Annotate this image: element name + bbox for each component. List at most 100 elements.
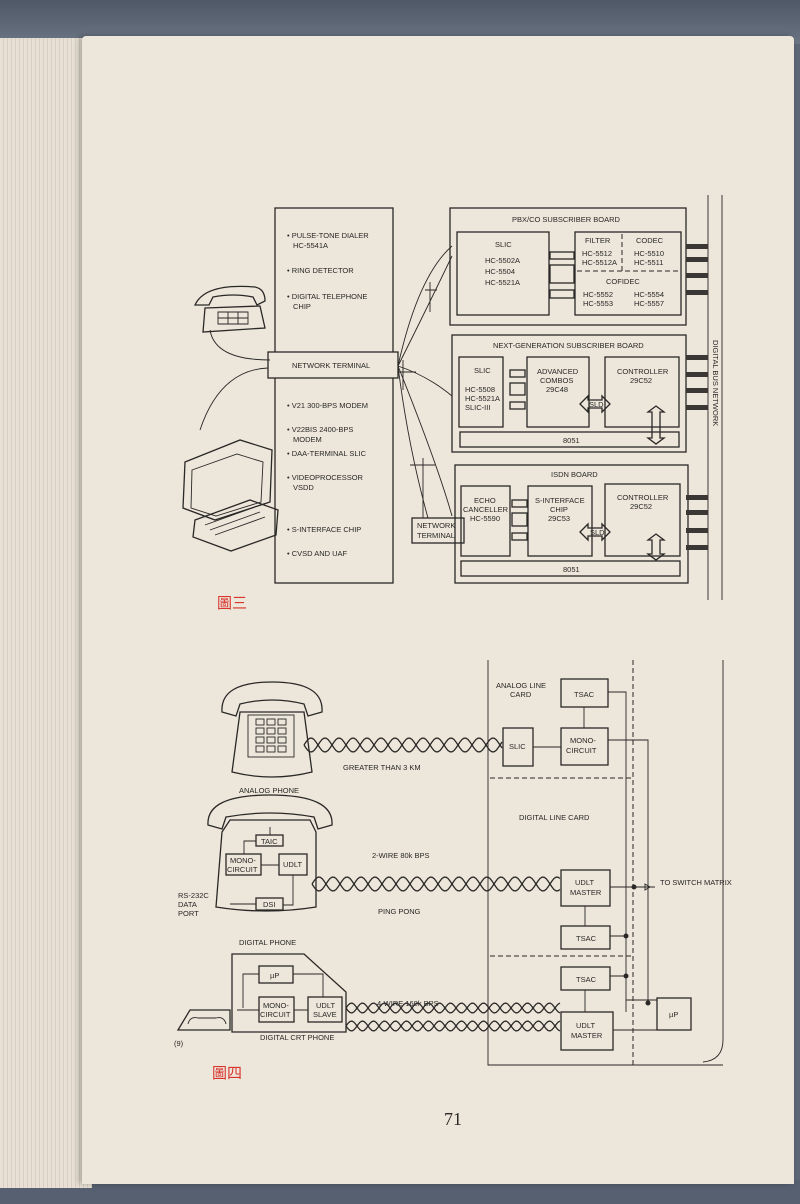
network-terminal-label: NETWORK TERMINAL xyxy=(292,361,370,370)
panel-mark: (9) xyxy=(174,1039,184,1048)
key xyxy=(266,736,276,744)
isdn-board: ISDN BOARD ECHO CANCELLER HC-5590 S-INTE… xyxy=(454,464,689,584)
mono-circuit-label: MONO- xyxy=(570,736,596,745)
mono-circuit-label: CIRCUIT xyxy=(566,746,597,755)
part-number: SLIC-III xyxy=(465,403,490,412)
udlt-slave-label: UDLT xyxy=(316,1001,335,1010)
mono-circuit-label: CIRCUIT xyxy=(260,1010,291,1019)
terminal-item: • CVSD AND UAF xyxy=(287,549,348,558)
figure-4: ANALOG LINE CARD DIGITAL LINE CARD TSAC … xyxy=(174,660,732,1082)
bus-connector xyxy=(686,372,708,377)
analog-line-card-label: ANALOG LINE xyxy=(496,681,546,690)
microprocessor-box xyxy=(258,965,294,984)
network-terminal-small-label: TERMINAL xyxy=(417,531,455,540)
terminal-item: MODEM xyxy=(293,435,322,444)
terminal-item: • V21 300-BPS MODEM xyxy=(287,401,368,410)
twisted-pair-wire xyxy=(303,737,503,753)
udlt-slave-box xyxy=(307,996,343,1023)
mono-circuit-label: MONO- xyxy=(263,1001,289,1010)
mono-circuit-label: MONO- xyxy=(230,856,256,865)
twisted-pair-lines xyxy=(303,737,561,1032)
line-label: 2-WIRE 80k BPS xyxy=(372,851,430,860)
terminal-item: • DIGITAL TELEPHONE xyxy=(287,292,367,301)
tsac-label: TSAC xyxy=(576,975,597,984)
twisted-pair-wire xyxy=(311,876,561,892)
part-number: HC-5512A xyxy=(582,258,617,267)
dsi-label: DSI xyxy=(263,900,276,909)
page-edges xyxy=(0,38,92,1188)
controller-label: CONTROLLER xyxy=(617,367,669,376)
tsac-label: TSAC xyxy=(574,690,595,699)
key xyxy=(277,718,287,726)
sld-label: SLD xyxy=(590,528,605,537)
codec-label: CODEC xyxy=(636,236,664,245)
bus-connector xyxy=(686,545,708,550)
udlt-master-box xyxy=(560,1011,614,1051)
key xyxy=(266,718,276,726)
microprocessor-label: µP xyxy=(270,971,279,980)
s-interface-label: 29C53 xyxy=(548,514,570,523)
twisted-pair-wire xyxy=(345,1002,561,1014)
taic-label: TAIC xyxy=(261,837,278,846)
terminal-item: • RING DETECTOR xyxy=(287,266,354,275)
echo-label: CANCELLER xyxy=(463,505,509,514)
board-title: NEXT-GENERATION SUBSCRIBER BOARD xyxy=(493,341,644,350)
network-terminal-small-label: NETWORK xyxy=(417,521,455,530)
part-number: HC-5554 xyxy=(634,290,664,299)
part-number: HC-5511 xyxy=(634,258,663,267)
key xyxy=(255,736,265,744)
cpu-label: 8051 xyxy=(563,565,580,574)
network-terminal-bar xyxy=(267,351,399,379)
bus-connector xyxy=(686,244,708,249)
bus-connector xyxy=(686,405,708,410)
slic-label: SLIC xyxy=(495,240,512,249)
rs232-label: PORT xyxy=(178,909,199,918)
part-number: HC-5557 xyxy=(634,299,664,308)
line-label: PING PONG xyxy=(378,907,421,916)
sld-label: SLD xyxy=(589,400,604,409)
combos-label: ADVANCED xyxy=(537,367,579,376)
bus-connector xyxy=(686,495,708,500)
twisted-pair-wire xyxy=(345,1002,561,1014)
terminal-item: • DAA-TERMINAL SLIC xyxy=(287,449,367,458)
line-label: 4-WIRE 160k BPS xyxy=(377,999,439,1008)
udlt-label: UDLT xyxy=(283,860,302,869)
mono-circuit-box xyxy=(258,996,295,1023)
tsac-box xyxy=(560,925,611,950)
key xyxy=(277,745,287,753)
bus-connector xyxy=(686,273,708,278)
next-generation-subscriber-board: NEXT-GENERATION SUBSCRIBER BOARD SLIC HC… xyxy=(451,334,687,453)
digital-phone-icon xyxy=(207,794,333,912)
part-number: HC-5553 xyxy=(583,299,613,308)
twisted-pair-wire xyxy=(345,1020,561,1032)
cpu-label: 8051 xyxy=(563,436,580,445)
part-number: HC-5502A xyxy=(485,256,520,265)
card-dividers xyxy=(490,660,634,1065)
part-number: HC-5510 xyxy=(634,249,664,258)
part-number: HC-5521A xyxy=(485,278,520,287)
bus-connector xyxy=(686,528,708,533)
to-switch-matrix-label: TO SWITCH MATRIX xyxy=(660,878,732,887)
udlt-master-box xyxy=(560,869,611,907)
echo-label: HC-5590 xyxy=(470,514,500,523)
figure-4-caption: 圖四 xyxy=(212,1064,242,1082)
bus-connector xyxy=(686,510,708,515)
combos-label: 29C48 xyxy=(546,385,568,394)
figure-3-caption: 圖三 xyxy=(217,594,247,612)
mono-circuit-box xyxy=(225,853,262,876)
key xyxy=(255,727,265,735)
bus-connector xyxy=(686,388,708,393)
board-title: ISDN BOARD xyxy=(551,470,598,479)
part-number: HC-5521A xyxy=(465,394,500,403)
handset-icon xyxy=(176,1009,231,1031)
key xyxy=(277,736,287,744)
bus-arrow-icon xyxy=(646,533,666,561)
digital-crt-phone-outline xyxy=(231,953,347,1033)
bus-connector xyxy=(686,257,708,262)
mono-circuit-label: CIRCUIT xyxy=(227,865,258,874)
analog-phone-icon xyxy=(221,681,323,778)
digital-crt-phone-label: DIGITAL CRT PHONE xyxy=(260,1033,334,1042)
analog-phone-label: ANALOG PHONE xyxy=(239,786,299,795)
filter-label: FILTER xyxy=(585,236,611,245)
